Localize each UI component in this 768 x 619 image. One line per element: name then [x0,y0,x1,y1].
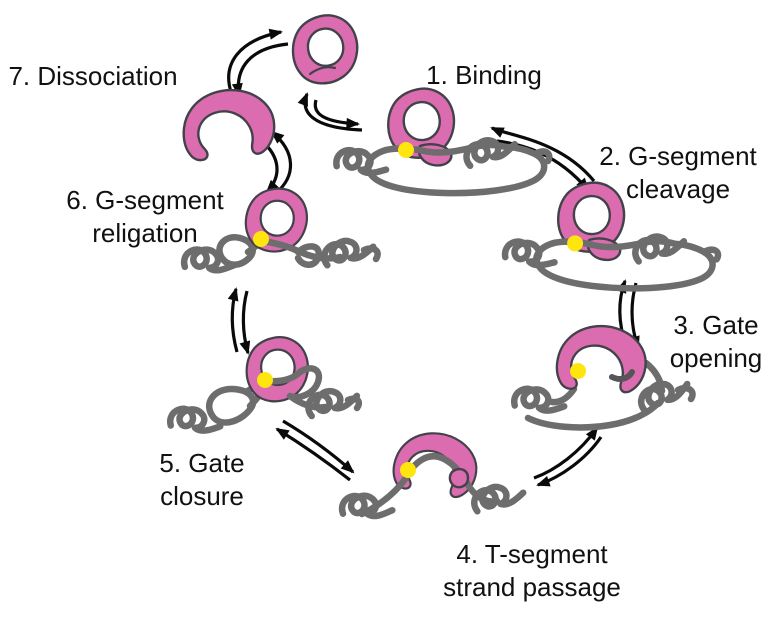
step-label-line: cleavage [625,174,731,204]
dna-twist-icon [637,375,691,412]
active-site-dot [257,372,273,388]
step-label-4-t-segment-strand-passage: 4. T-segment strand passage [443,538,621,604]
step-label-line: 6. G-segment [66,185,224,215]
dna-twist-icon [472,483,525,511]
step-label-line: 2. G-segment [599,141,757,171]
free-enzyme-closed-clamp-icon [287,10,364,89]
open-enzyme-clamp-icon [179,85,278,163]
active-site-dot [398,142,414,158]
step-label-1-binding: 1. Binding [426,59,542,92]
arrow-strand-passage-to-gate-closure [275,419,355,482]
step-label-6-g-segment-religation: 6. G-segment religation [66,184,224,250]
step-label-7-dissociation: 7. Dissociation [8,60,177,93]
step-label-line: religation [92,218,198,248]
arrow-dissociation-to-free-enzyme [227,28,289,97]
step-label-line: opening [669,343,763,373]
arrow-gate-opening-to-strand-passage [533,426,603,487]
active-site-dot [253,231,269,247]
complex-4-t-segment-strand-passage [341,424,525,522]
arrow-free-enzyme-to-binding [297,92,363,132]
step-label-line: 1. Binding [426,60,542,90]
arrow-gate-closure-to-religation [227,287,251,355]
complex-1-binding [335,84,553,197]
complex-6-g-segment-religation [183,185,381,277]
step-label-line: 3. Gate [673,310,759,340]
active-site-dot [400,462,416,478]
step-label-line: closure [160,481,244,511]
complex-3-gate-opening [513,320,696,431]
step-label-line: 5. Gate [159,448,245,478]
step-label-line: strand passage [443,572,621,602]
step-label-3-gate-opening: 3. Gate opening [670,309,763,375]
complex-5-gate-closure [169,334,359,438]
step-label-2-g-segment-cleavage: 2. G-segment cleavage [599,140,757,206]
active-site-dot [570,363,586,379]
step-label-line: 7. Dissociation [8,61,178,91]
step-label-5-gate-closure: 5. Gate closure [159,447,244,513]
step-label-line: 4. T-segment [456,539,608,569]
